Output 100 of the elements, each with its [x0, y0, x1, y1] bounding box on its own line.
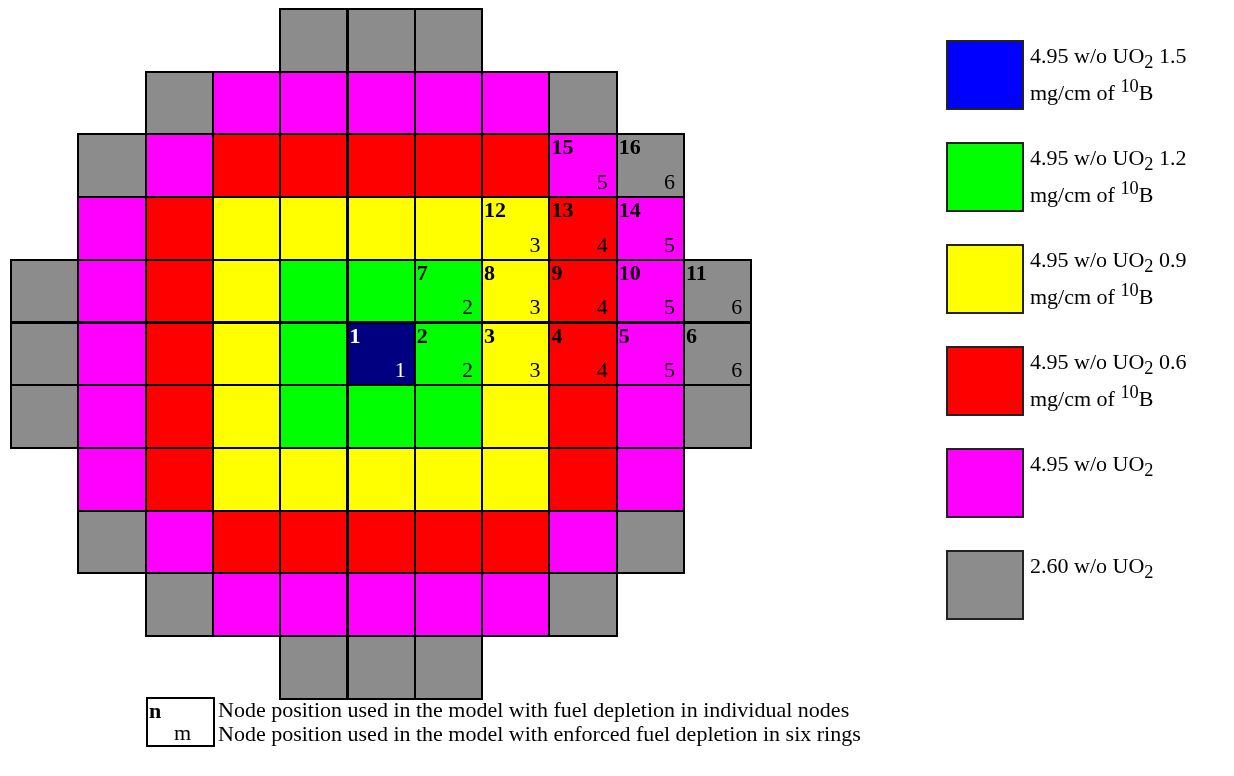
fuel-assembly-cell	[548, 572, 618, 637]
node-number: 12	[484, 198, 507, 223]
ring-number: 1	[394, 358, 406, 383]
fuel-assembly-cell	[77, 509, 147, 575]
fuel-assembly-cell	[615, 196, 685, 261]
fuel-assembly-cell	[77, 446, 147, 512]
fuel-assembly-cell	[144, 70, 214, 136]
node-number: 15	[551, 135, 574, 160]
ring-number: 5	[664, 295, 675, 320]
node-number: 1	[349, 323, 361, 348]
fuel-assembly-cell	[481, 572, 551, 637]
fuel-assembly-cell	[481, 258, 551, 324]
fuel-assembly-cell	[413, 635, 484, 700]
ring-number: 6	[731, 358, 743, 383]
ring-number: 4	[596, 358, 608, 383]
ring-number: 2	[462, 295, 474, 320]
ring-number: 3	[529, 358, 541, 383]
fuel-assembly-cell	[683, 384, 753, 449]
fuel-assembly-cell	[77, 133, 147, 199]
node-number: 9	[551, 260, 563, 285]
fuel-assembly-cell	[683, 321, 753, 387]
fuel-assembly-cell	[211, 133, 282, 199]
fuel-assembly-cell	[548, 196, 618, 261]
ring-number: 2	[462, 358, 474, 383]
fuel-assembly-cell	[279, 635, 349, 700]
fuel-assembly-cell	[77, 258, 147, 324]
fuel-assembly-cell	[346, 133, 416, 199]
node-number: 4	[551, 323, 563, 348]
ring-number: 5	[596, 170, 608, 195]
node-number: 3	[484, 323, 496, 348]
node-number: 6	[686, 323, 697, 348]
fuel-assembly-cell	[10, 258, 80, 324]
fuel-assembly-cell	[10, 321, 80, 387]
fuel-assembly-cell	[346, 8, 416, 73]
fuel-assembly-cell	[615, 133, 685, 199]
node-number: 16	[618, 135, 641, 160]
fuel-assembly-cell	[144, 133, 214, 199]
ring-number-key: m	[173, 721, 191, 745]
fuel-assembly-cell	[279, 384, 349, 449]
fuel-assembly-cell	[548, 384, 618, 449]
fuel-assembly-cell	[481, 196, 551, 261]
fuel-assembly-cell	[211, 196, 282, 261]
fuel-assembly-cell	[481, 446, 551, 512]
ring-number: 4	[596, 295, 608, 320]
node-number: 7	[416, 260, 428, 285]
node-number: 5	[618, 323, 630, 348]
fuel-assembly-cell	[346, 572, 416, 637]
fuel-assembly-cell	[279, 258, 349, 324]
fuel-assembly-cell	[279, 509, 349, 575]
node-number: 10	[618, 260, 641, 285]
legend-text: 4.95 w/o UO$_{2}$ 1.2 mg/cm of $^{10}$B	[1030, 146, 1188, 208]
node-number: 2	[416, 323, 428, 348]
fuel-assembly-cell	[548, 70, 618, 136]
fuel-assembly-cell	[279, 321, 349, 387]
fuel-assembly-cell	[346, 196, 416, 261]
key-description: Node position used in the model with enforced fuel depletion in six rings	[218, 722, 861, 746]
fuel-assembly-cell	[481, 384, 551, 449]
fuel-assembly-cell	[77, 196, 147, 261]
legend-text: 4.95 w/o UO$_{2}$	[1030, 452, 1155, 483]
fuel-assembly-cell	[413, 133, 484, 199]
fuel-assembly-cell	[279, 133, 349, 199]
fuel-assembly-cell	[413, 384, 484, 449]
ring-number: 5	[664, 232, 675, 257]
ring-number: 3	[529, 232, 541, 257]
fuel-assembly-cell	[279, 70, 349, 136]
ring-number: 6	[664, 170, 675, 195]
fuel-assembly-cell	[211, 70, 282, 136]
fuel-assembly-cell	[615, 509, 685, 575]
ring-number: 6	[731, 295, 743, 320]
fuel-assembly-cell	[279, 572, 349, 637]
fuel-assembly-cell	[548, 321, 618, 387]
fuel-assembly-cell	[615, 384, 685, 449]
fuel-assembly-cell	[548, 133, 618, 199]
fuel-assembly-cell	[144, 196, 214, 261]
fuel-assembly-cell	[615, 446, 685, 512]
fuel-assembly-cell	[144, 384, 214, 449]
fuel-assembly-cell	[211, 384, 282, 449]
fuel-assembly-cell	[548, 509, 618, 575]
fuel-assembly-cell	[481, 321, 551, 387]
node-number-key: n	[149, 699, 162, 723]
key-description: Node position used in the model with fuel depletion in individual nodes	[218, 698, 850, 722]
fuel-assembly-cell	[481, 133, 551, 199]
fuel-assembly-cell	[413, 572, 484, 637]
fuel-assembly-cell	[346, 384, 416, 449]
fuel-assembly-cell	[77, 384, 147, 449]
node-number: 8	[484, 260, 496, 285]
node-number: 14	[618, 198, 641, 223]
fuel-assembly-cell	[77, 321, 147, 387]
ring-number: 5	[664, 358, 675, 383]
fuel-assembly-cell	[548, 258, 618, 324]
legend-text: 4.95 w/o UO$_{2}$ 0.9 mg/cm of $^{10}$B	[1030, 248, 1188, 310]
fuel-assembly-cell	[481, 509, 551, 575]
fuel-assembly-cell	[279, 8, 349, 73]
fuel-assembly-cell	[481, 70, 551, 136]
fuel-assembly-cell	[279, 446, 349, 512]
legend-text: 2.60 w/o UO$_{2}$	[1030, 554, 1155, 585]
fuel-assembly-cell	[144, 572, 214, 637]
legend-text: 4.95 w/o UO$_{2}$ 0.6 mg/cm of $^{10}$B	[1030, 350, 1188, 412]
fuel-assembly-cell	[346, 635, 416, 700]
node-number: 11	[686, 260, 707, 285]
